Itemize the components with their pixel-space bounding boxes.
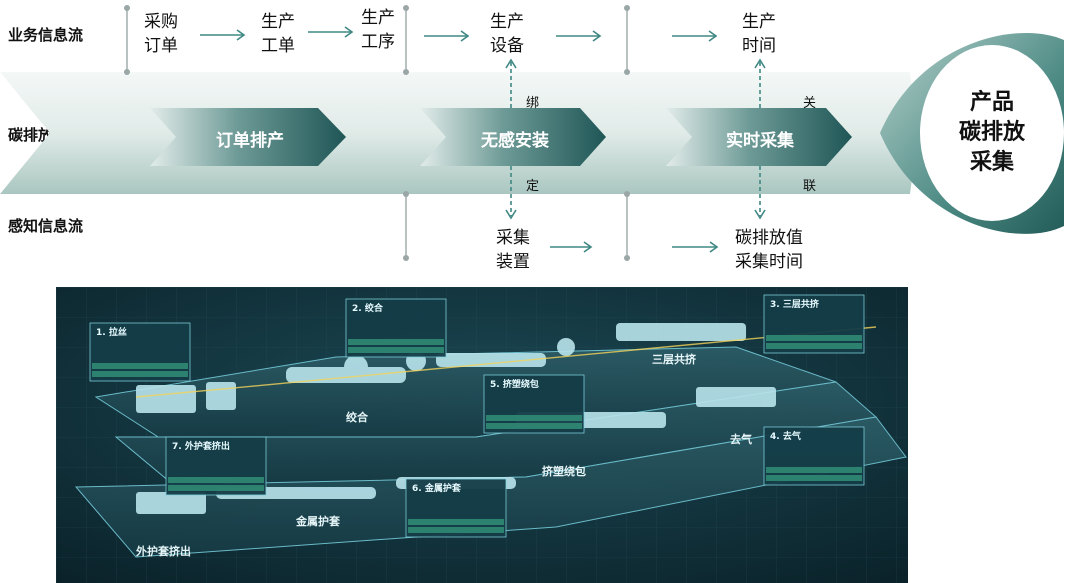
business-item-line1: 采购: [144, 12, 178, 32]
business-item-process: 生产 工序: [355, 6, 401, 54]
business-flow-label: 业务信息流: [8, 26, 84, 44]
business-item-line1: 生产: [742, 12, 776, 32]
floor-label-twist: 绞合: [346, 410, 369, 424]
chevron-1-shape: [150, 108, 346, 166]
result-line3: 采集: [969, 150, 1014, 175]
business-item-line1: 生产: [361, 8, 395, 28]
sensing-item-carbon-time: 碳排放值 采集时间: [726, 226, 812, 274]
business-item-equipment: 生产 设备: [484, 10, 530, 58]
sensing-item-line1: 碳排放值: [735, 228, 803, 248]
card-title-1: 1. 拉丝: [96, 326, 127, 338]
business-item-work-order: 生产 工单: [255, 10, 301, 58]
flow-diagram: [0, 5, 1064, 261]
factory-scene-svg: 1. 拉丝 2. 绞合 3. 三层共挤 4. 去气 5. 挤塑绕包 6. 金属护…: [56, 287, 908, 583]
card-title-6: 6. 金属护套: [412, 482, 462, 494]
sensing-item-line2: 采集时间: [735, 252, 803, 272]
result-inner: [920, 45, 1064, 221]
sensing-item-line1: 采集: [496, 228, 530, 248]
factory-scene: 1. 拉丝 2. 绞合 3. 三层共挤 4. 去气 5. 挤塑绕包 6. 金属护…: [56, 287, 908, 583]
chevron-seamless-install: 无感安装: [481, 131, 549, 151]
business-item-line2: 时间: [742, 36, 776, 56]
chevron-realtime-collect: 实时采集: [726, 131, 794, 151]
association-top-label: 关: [803, 96, 817, 111]
card-title-3: 3. 三层共挤: [770, 298, 820, 310]
result-line2: 碳排放: [958, 120, 1025, 145]
result-line1: 产品: [969, 90, 1014, 115]
card-title-5: 5. 挤塑绕包: [490, 378, 539, 390]
floor-label-degas: 去气: [730, 432, 752, 446]
sensing-flow-label: 感知信息流: [8, 217, 84, 235]
card-title-7: 7. 外护套挤出: [172, 440, 230, 452]
card-title-4: 4. 去气: [770, 430, 801, 442]
card-title-2: 2. 绞合: [352, 302, 384, 314]
result-text: 产品 碳排放 采集: [942, 88, 1042, 178]
business-item-time: 生产 时间: [736, 10, 782, 58]
chevron-order-scheduling: 订单排产: [216, 131, 284, 151]
business-item-purchase-order: 采购 订单: [138, 10, 184, 58]
business-item-line2: 工单: [261, 36, 295, 56]
floor-label-coextrusion: 三层共挤: [652, 352, 697, 366]
business-item-line2: 订单: [144, 36, 178, 56]
association-bottom-label: 联: [803, 179, 817, 194]
chevron-2-shape: [420, 108, 606, 166]
business-item-line2: 设备: [490, 36, 524, 56]
binding-bottom-label: 定: [526, 179, 540, 194]
floor-label-metal-sheath: 金属护套: [295, 514, 341, 528]
binding-top-label: 绑: [526, 96, 540, 111]
floor-label-outer-sheath: 外护套挤出: [135, 544, 191, 558]
sensing-item-device: 采集 装置: [490, 226, 536, 274]
chevron-3-shape: [666, 108, 852, 166]
business-item-line2: 工序: [361, 32, 395, 52]
business-item-line1: 生产: [490, 12, 524, 32]
sensing-item-line2: 装置: [496, 252, 530, 272]
business-item-line1: 生产: [261, 12, 295, 32]
floor-label-extrusion-wrap: 挤塑绕包: [542, 464, 586, 478]
